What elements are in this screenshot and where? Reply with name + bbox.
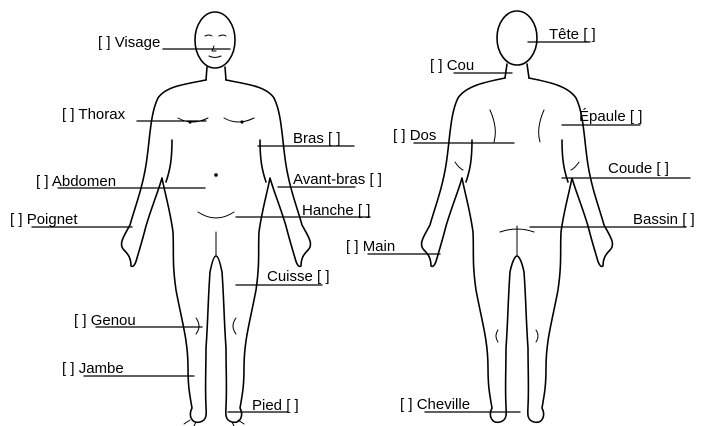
checkbox-epaule[interactable]: [ ] bbox=[630, 108, 643, 125]
checkbox-thorax[interactable]: [ ] bbox=[62, 106, 75, 123]
checkbox-cheville[interactable]: [ ] bbox=[400, 396, 413, 413]
label-text-visage: Visage bbox=[115, 34, 161, 51]
label-poignet: [ ] Poignet bbox=[10, 211, 78, 228]
label-text-avant-bras: Avant-bras bbox=[293, 171, 365, 188]
label-text-main: Main bbox=[363, 238, 396, 255]
label-cou: [ ] Cou bbox=[430, 57, 474, 74]
label-main: [ ] Main bbox=[346, 238, 395, 255]
label-abdomen: [ ] Abdomen bbox=[36, 173, 116, 190]
label-bassin: Bassin [ ] bbox=[633, 211, 695, 228]
label-cheville: [ ] Cheville bbox=[400, 396, 470, 413]
label-text-cou: Cou bbox=[447, 57, 475, 74]
label-text-dos: Dos bbox=[410, 127, 437, 144]
label-coude: Coude [ ] bbox=[608, 160, 669, 177]
label-text-cuisse: Cuisse bbox=[267, 268, 313, 285]
label-pied: Pied [ ] bbox=[252, 397, 299, 414]
label-text-coude: Coude bbox=[608, 160, 652, 177]
checkbox-poignet[interactable]: [ ] bbox=[10, 211, 23, 228]
checkbox-avant-bras[interactable]: [ ] bbox=[369, 171, 382, 188]
label-epaule: Épaule [ ] bbox=[579, 108, 642, 125]
checkbox-jambe[interactable]: [ ] bbox=[62, 360, 75, 377]
label-text-pied: Pied bbox=[252, 397, 282, 414]
checkbox-bassin[interactable]: [ ] bbox=[682, 211, 695, 228]
label-visage: [ ] Visage bbox=[98, 34, 160, 51]
label-avant-bras: Avant-bras [ ] bbox=[293, 171, 382, 188]
label-text-cheville: Cheville bbox=[417, 396, 470, 413]
label-dos: [ ] Dos bbox=[393, 127, 436, 144]
checkbox-cuisse[interactable]: [ ] bbox=[317, 268, 330, 285]
checkbox-pied[interactable]: [ ] bbox=[286, 397, 299, 414]
label-text-jambe: Jambe bbox=[79, 360, 124, 377]
label-bras: Bras [ ] bbox=[293, 130, 341, 147]
checkbox-main[interactable]: [ ] bbox=[346, 238, 359, 255]
checkbox-hanche[interactable]: [ ] bbox=[358, 202, 371, 219]
label-thorax: [ ] Thorax bbox=[62, 106, 125, 123]
checkbox-genou[interactable]: [ ] bbox=[74, 312, 87, 329]
label-text-bras: Bras bbox=[293, 130, 324, 147]
checkbox-abdomen[interactable]: [ ] bbox=[36, 173, 49, 190]
checkbox-dos[interactable]: [ ] bbox=[393, 127, 406, 144]
checkbox-coude[interactable]: [ ] bbox=[656, 160, 669, 177]
checkbox-tete[interactable]: [ ] bbox=[583, 26, 596, 43]
checkbox-visage[interactable]: [ ] bbox=[98, 34, 111, 51]
label-text-epaule: Épaule bbox=[579, 108, 626, 125]
leader-lines bbox=[32, 42, 690, 412]
label-tete: Tête [ ] bbox=[549, 26, 596, 43]
label-jambe: [ ] Jambe bbox=[62, 360, 124, 377]
label-text-hanche: Hanche bbox=[302, 202, 354, 219]
label-genou: [ ] Genou bbox=[74, 312, 136, 329]
label-hanche: Hanche [ ] bbox=[302, 202, 370, 219]
label-cuisse: Cuisse [ ] bbox=[267, 268, 330, 285]
checkbox-cou[interactable]: [ ] bbox=[430, 57, 443, 74]
label-text-poignet: Poignet bbox=[27, 211, 78, 228]
label-text-tete: Tête bbox=[549, 26, 579, 43]
label-text-bassin: Bassin bbox=[633, 211, 678, 228]
label-text-thorax: Thorax bbox=[78, 106, 125, 123]
front-figure bbox=[122, 12, 311, 426]
label-text-abdomen: Abdomen bbox=[52, 173, 116, 190]
checkbox-bras[interactable]: [ ] bbox=[328, 130, 341, 147]
label-text-genou: Genou bbox=[91, 312, 136, 329]
